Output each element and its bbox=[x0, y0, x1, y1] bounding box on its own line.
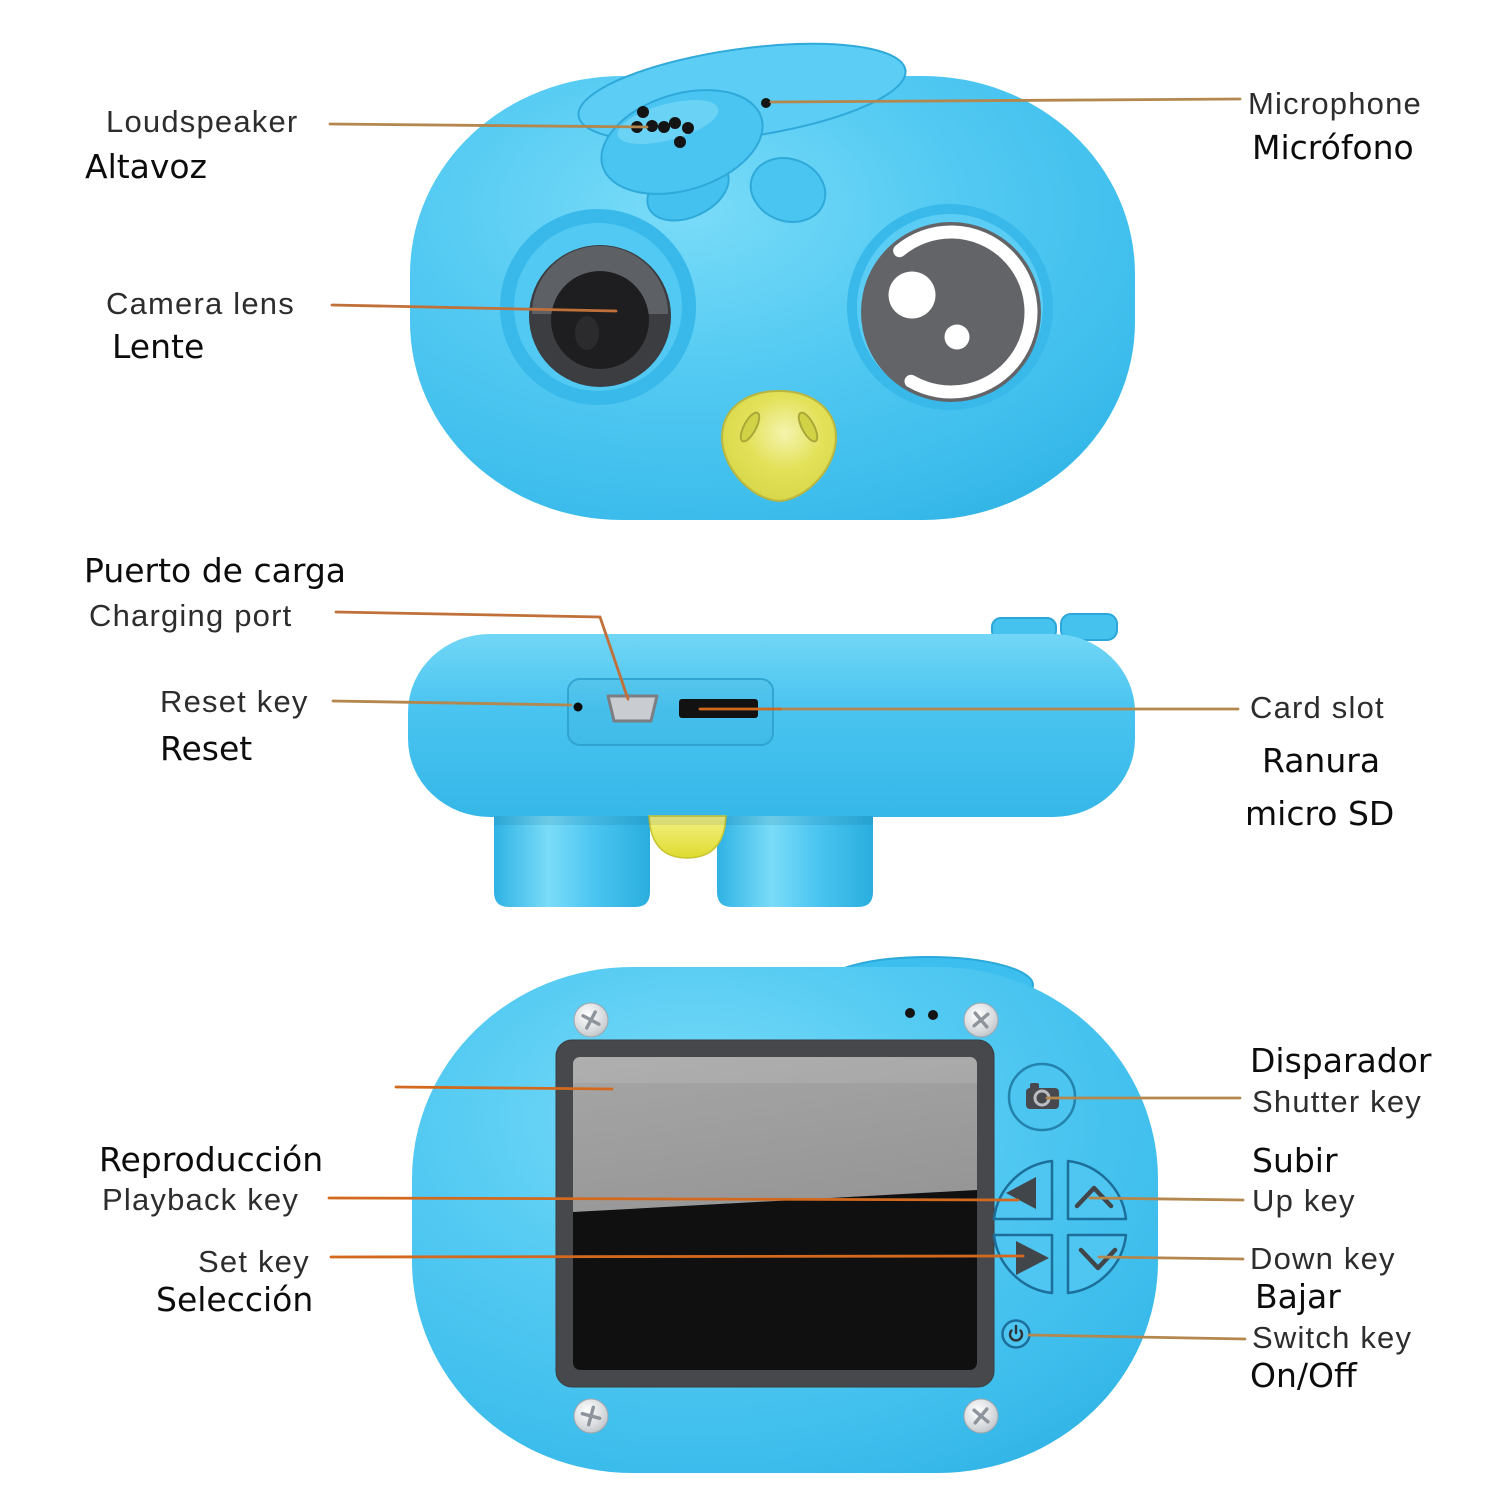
set-key-line bbox=[329, 1254, 1025, 1259]
leader-lines bbox=[327, 97, 1247, 1341]
display-screen bbox=[555, 1039, 995, 1388]
camera-lens-eye bbox=[500, 209, 696, 405]
label-card-slot-es1: Ranura bbox=[1262, 741, 1381, 780]
label-card-slot-en: Card slot bbox=[1250, 690, 1385, 725]
reset-key-line bbox=[331, 699, 573, 707]
switch-button bbox=[1001, 1319, 1031, 1349]
label-charging-port-es: Puerto de carga bbox=[84, 551, 346, 590]
printed-eye bbox=[847, 204, 1053, 410]
power-icon bbox=[1008, 1324, 1024, 1342]
up-key-line bbox=[1088, 1196, 1245, 1202]
left-lens-barrel bbox=[494, 816, 650, 907]
shutter-button bbox=[1007, 1062, 1077, 1132]
dpad-glyphs bbox=[1006, 1177, 1118, 1275]
loudspeaker-line bbox=[328, 122, 649, 129]
label-set-key-en: Set key bbox=[198, 1244, 310, 1279]
label-camera-lens-en: Camera lens bbox=[106, 286, 295, 321]
reset-pinhole bbox=[573, 702, 583, 712]
right-arrow-icon bbox=[1016, 1241, 1049, 1275]
back-mic-holes bbox=[905, 1008, 938, 1020]
usb-charging-port bbox=[606, 694, 659, 723]
label-down-key-en: Down key bbox=[1250, 1241, 1396, 1276]
label-microphone-es: Micrófono bbox=[1252, 128, 1414, 167]
label-switch-key-en: Switch key bbox=[1252, 1320, 1413, 1355]
label-down-key-es: Bajar bbox=[1255, 1277, 1341, 1316]
label-set-key-es: Selección bbox=[156, 1280, 314, 1319]
playback-key-line bbox=[327, 1196, 1020, 1202]
charging-port-line bbox=[334, 610, 630, 701]
down-key-line bbox=[1097, 1255, 1245, 1261]
label-shutter-key-en: Shutter key bbox=[1252, 1084, 1423, 1119]
screen-leader-line bbox=[394, 1085, 614, 1091]
beak bbox=[720, 389, 838, 503]
label-playback-key-en: Playback key bbox=[102, 1182, 300, 1217]
camera-lens-line bbox=[330, 303, 618, 313]
microphone-hole bbox=[761, 98, 771, 108]
beak-bump bbox=[648, 815, 727, 859]
left-arrow-icon bbox=[1006, 1177, 1036, 1209]
label-up-key-es: Subir bbox=[1252, 1141, 1338, 1180]
front-view-illustration bbox=[410, 42, 1135, 520]
screws bbox=[573, 1002, 999, 1434]
label-reset-key-en: Reset key bbox=[160, 684, 309, 719]
label-up-key-en: Up key bbox=[1252, 1183, 1356, 1218]
label-camera-lens-es: Lente bbox=[112, 327, 205, 366]
label-reset-key-es: Reset bbox=[160, 729, 253, 768]
up-chevron-icon bbox=[1074, 1185, 1114, 1209]
switch-key-line bbox=[1027, 1333, 1247, 1341]
label-loudspeaker-es: Altavoz bbox=[85, 147, 207, 186]
label-microphone-en: Microphone bbox=[1248, 86, 1422, 121]
port-panel bbox=[567, 678, 774, 746]
label-shutter-key-es: Disparador bbox=[1250, 1041, 1432, 1080]
microphone-line bbox=[769, 97, 1242, 104]
label-switch-key-es: On/Off bbox=[1250, 1356, 1357, 1395]
label-charging-port-en: Charging port bbox=[89, 598, 293, 633]
label-loudspeaker-en: Loudspeaker bbox=[106, 104, 299, 139]
right-lens-barrel bbox=[717, 816, 873, 907]
label-card-slot-es2: micro SD bbox=[1245, 794, 1395, 833]
back-view-illustration bbox=[412, 956, 1158, 1473]
label-playback-key-es: Reproducción bbox=[99, 1140, 324, 1179]
top-view-illustration bbox=[408, 613, 1135, 907]
